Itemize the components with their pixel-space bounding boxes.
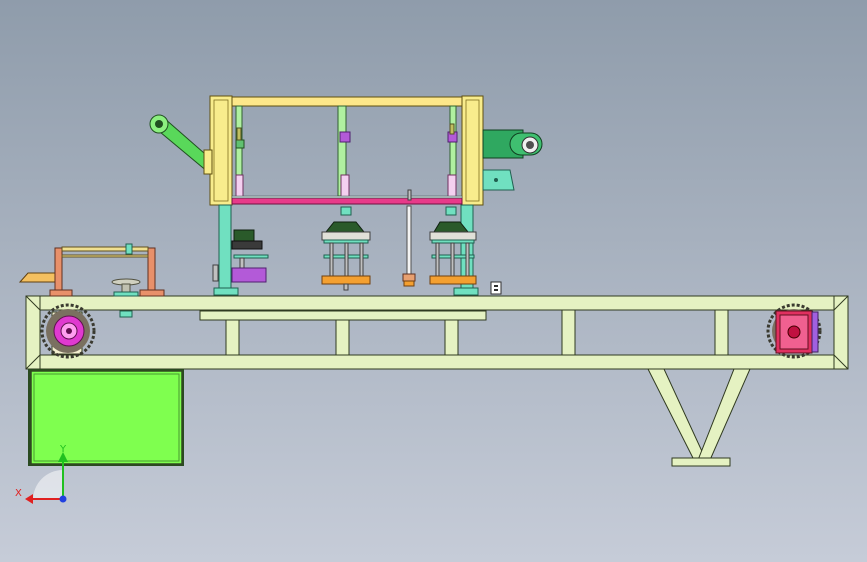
y-axis-arrow: [58, 452, 68, 462]
frame-post: [561, 309, 576, 356]
x-axis-label: X: [15, 488, 22, 499]
right-motor[interactable]: [482, 129, 543, 191]
right-drive-unit[interactable]: [766, 303, 822, 359]
sensor-box[interactable]: [490, 281, 502, 295]
v-support-legs[interactable]: [647, 368, 751, 467]
frame-top-rail: [25, 295, 849, 311]
frame-post: [714, 309, 729, 356]
z-axis-origin: [59, 495, 67, 503]
electrical-cabinet[interactable]: [28, 369, 184, 466]
frame-right-end: [833, 295, 849, 370]
die-station-right[interactable]: [429, 206, 477, 285]
center-punch-rod[interactable]: [402, 189, 416, 287]
frame-bottom-rail: [25, 354, 849, 370]
unwind-stand[interactable]: [18, 243, 165, 318]
tension-arm[interactable]: [149, 114, 213, 175]
inner-plate: [199, 310, 487, 321]
y-axis-label: Y: [59, 444, 67, 455]
die-station-center[interactable]: [321, 206, 371, 291]
x-axis-arrow: [25, 494, 33, 504]
frame-post: [335, 309, 350, 356]
axis-triad[interactable]: Y X: [15, 444, 68, 504]
base-frame[interactable]: [25, 295, 849, 370]
die-station-left[interactable]: [212, 229, 269, 283]
frame-left-end: [25, 295, 41, 370]
frame-post: [225, 309, 240, 356]
frame-post: [444, 309, 459, 356]
upper-gantry[interactable]: [209, 95, 484, 206]
left-sprocket[interactable]: [40, 303, 96, 359]
